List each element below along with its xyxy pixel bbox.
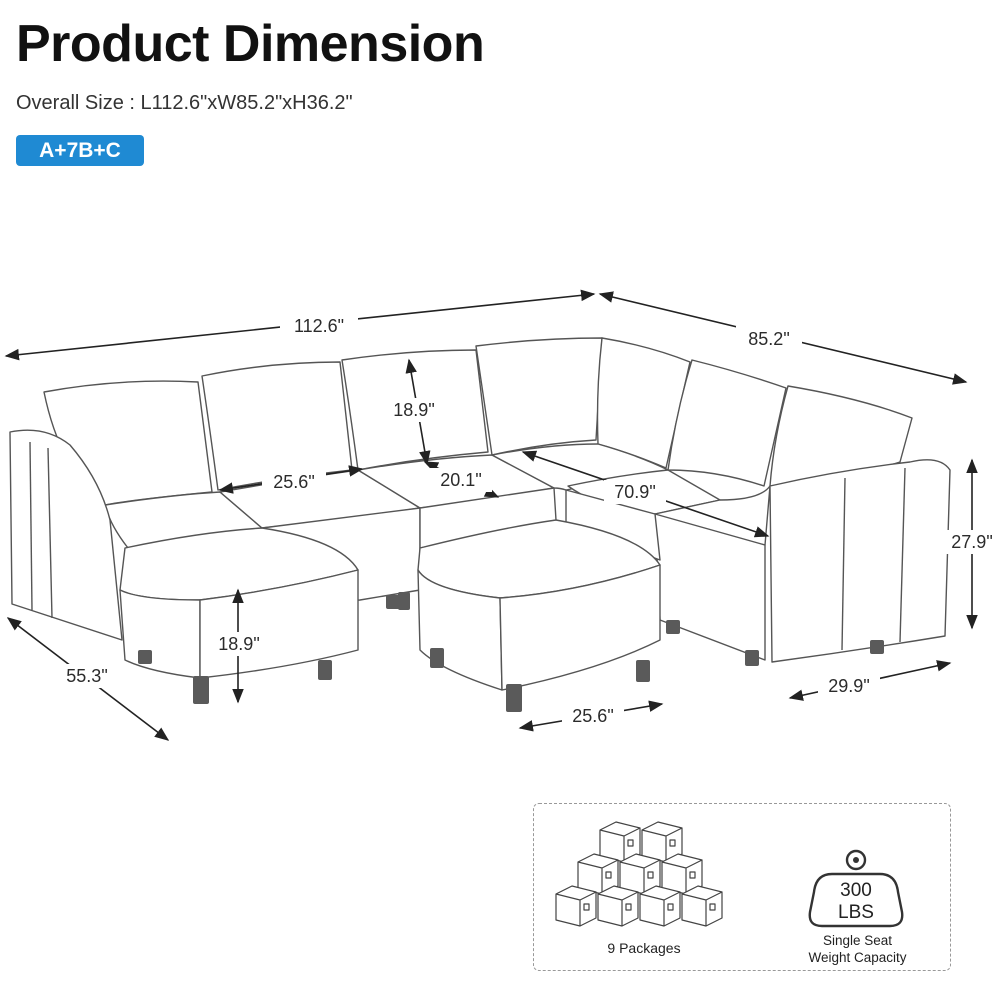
capacity-label-line2: Weight Capacity <box>808 950 907 965</box>
leg <box>138 650 152 664</box>
seat-width-label: 25.6" <box>273 472 314 492</box>
total-height-label: 27.9" <box>951 532 992 552</box>
overall-length-label: 112.6" <box>294 316 344 336</box>
leg <box>193 676 209 704</box>
leg <box>636 660 650 682</box>
chaise-depth-label: 55.3" <box>66 666 107 686</box>
box-stack-icon <box>555 821 723 927</box>
ottoman-height-label: 18.9" <box>218 634 259 654</box>
leg <box>398 592 410 610</box>
right-arm <box>769 459 951 663</box>
seat-depth-label: 20.1" <box>440 470 481 490</box>
back-cushion <box>475 337 603 456</box>
dimension-labels: 112.6" 85.2" 18.9" 25.6" 20.1" 70.9" 27.… <box>58 312 1000 728</box>
overall-width-label: 85.2" <box>748 329 789 349</box>
sofa-drawing <box>9 337 951 691</box>
back-height-label: 18.9" <box>393 400 434 420</box>
leg <box>318 660 332 680</box>
package-info-box <box>533 803 951 971</box>
ottoman-side <box>119 589 201 679</box>
leg <box>870 640 884 654</box>
leg <box>666 620 680 634</box>
packages-label: 9 Packages <box>607 940 681 956</box>
weight-unit: LBS <box>838 902 874 923</box>
arm-panel <box>29 441 33 611</box>
arm-depth-label: 29.9" <box>828 676 869 696</box>
weight-value: 300 <box>840 880 872 901</box>
page-title: Product Dimension <box>16 15 485 73</box>
arm-panel <box>841 477 846 651</box>
left-arm <box>9 429 123 641</box>
ottoman-front <box>499 564 661 691</box>
arm-panel <box>899 467 906 643</box>
capacity-label: Single Seat Weight Capacity <box>790 932 925 966</box>
sofa-legs <box>138 592 884 712</box>
leg <box>745 650 759 666</box>
leg <box>506 684 522 712</box>
arm-panel <box>47 447 53 619</box>
overall-size: Overall Size : L112.6"xW85.2"xH36.2" <box>16 92 353 114</box>
leg <box>430 648 444 668</box>
config-badge: A+7B+C <box>16 135 144 166</box>
ottoman-width-label: 25.6" <box>572 706 613 726</box>
capacity-label-line1: Single Seat <box>822 933 893 948</box>
weight-icon <box>808 849 904 928</box>
corner-span-label: 70.9" <box>614 482 655 502</box>
leg <box>386 595 400 609</box>
